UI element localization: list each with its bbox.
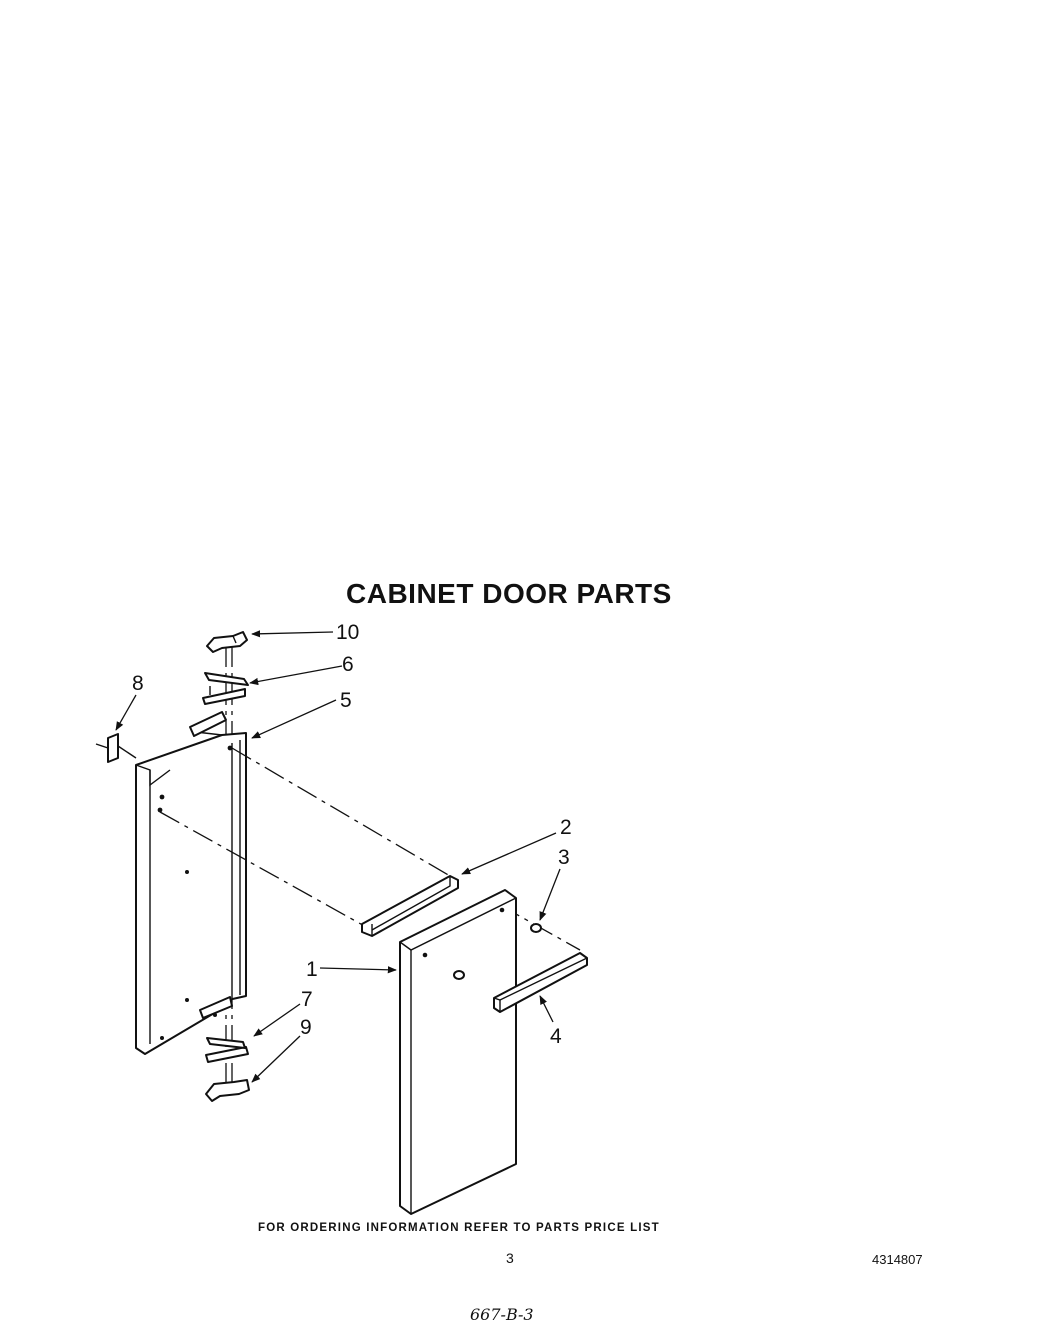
part-10-hinge-bracket-top	[206, 631, 248, 653]
part-5-door-frame	[135, 711, 247, 1055]
ordering-info-note: FOR ORDERING INFORMATION REFER TO PARTS …	[258, 1222, 660, 1234]
leader-7	[253, 1003, 301, 1037]
callout-4: 4	[550, 1025, 562, 1048]
callout-1: 1	[306, 958, 318, 981]
leader-10	[251, 630, 334, 638]
leader-2	[461, 832, 557, 875]
leader-6	[249, 665, 343, 686]
callout-3: 3	[558, 846, 570, 869]
part-6-hinge-plate-top	[202, 672, 249, 705]
assembly-line-lower	[159, 811, 369, 929]
callout-9: 9	[300, 1016, 312, 1039]
callout-5: 5	[340, 689, 352, 712]
leader-8	[115, 694, 137, 731]
callout-7: 7	[301, 988, 313, 1011]
part-4-handle	[493, 952, 588, 1013]
callout-2: 2	[560, 816, 572, 839]
part-2-door-channel	[361, 875, 459, 937]
leader-1	[319, 966, 397, 974]
leader-3	[539, 868, 561, 921]
part-3-spacer	[453, 923, 542, 980]
assembly-line-upper	[231, 747, 451, 877]
part-1-door-panel	[399, 889, 517, 1215]
leader-9	[251, 1035, 301, 1083]
page-number: 3	[506, 1250, 514, 1266]
part-9-hinge-bracket-bottom	[205, 1079, 250, 1102]
document-number: 4314807	[872, 1252, 923, 1267]
diagram-title: CABINET DOOR PARTS	[346, 578, 672, 609]
leader-4	[539, 995, 554, 1023]
part-7-hinge-plate-bottom	[205, 1037, 249, 1063]
callout-6: 6	[342, 653, 354, 676]
callout-10: 10	[336, 621, 359, 644]
leader-5	[251, 699, 337, 739]
part-8-latch	[95, 733, 137, 763]
callout-8: 8	[132, 672, 144, 695]
handwritten-note: 667-B-3	[470, 1305, 534, 1324]
